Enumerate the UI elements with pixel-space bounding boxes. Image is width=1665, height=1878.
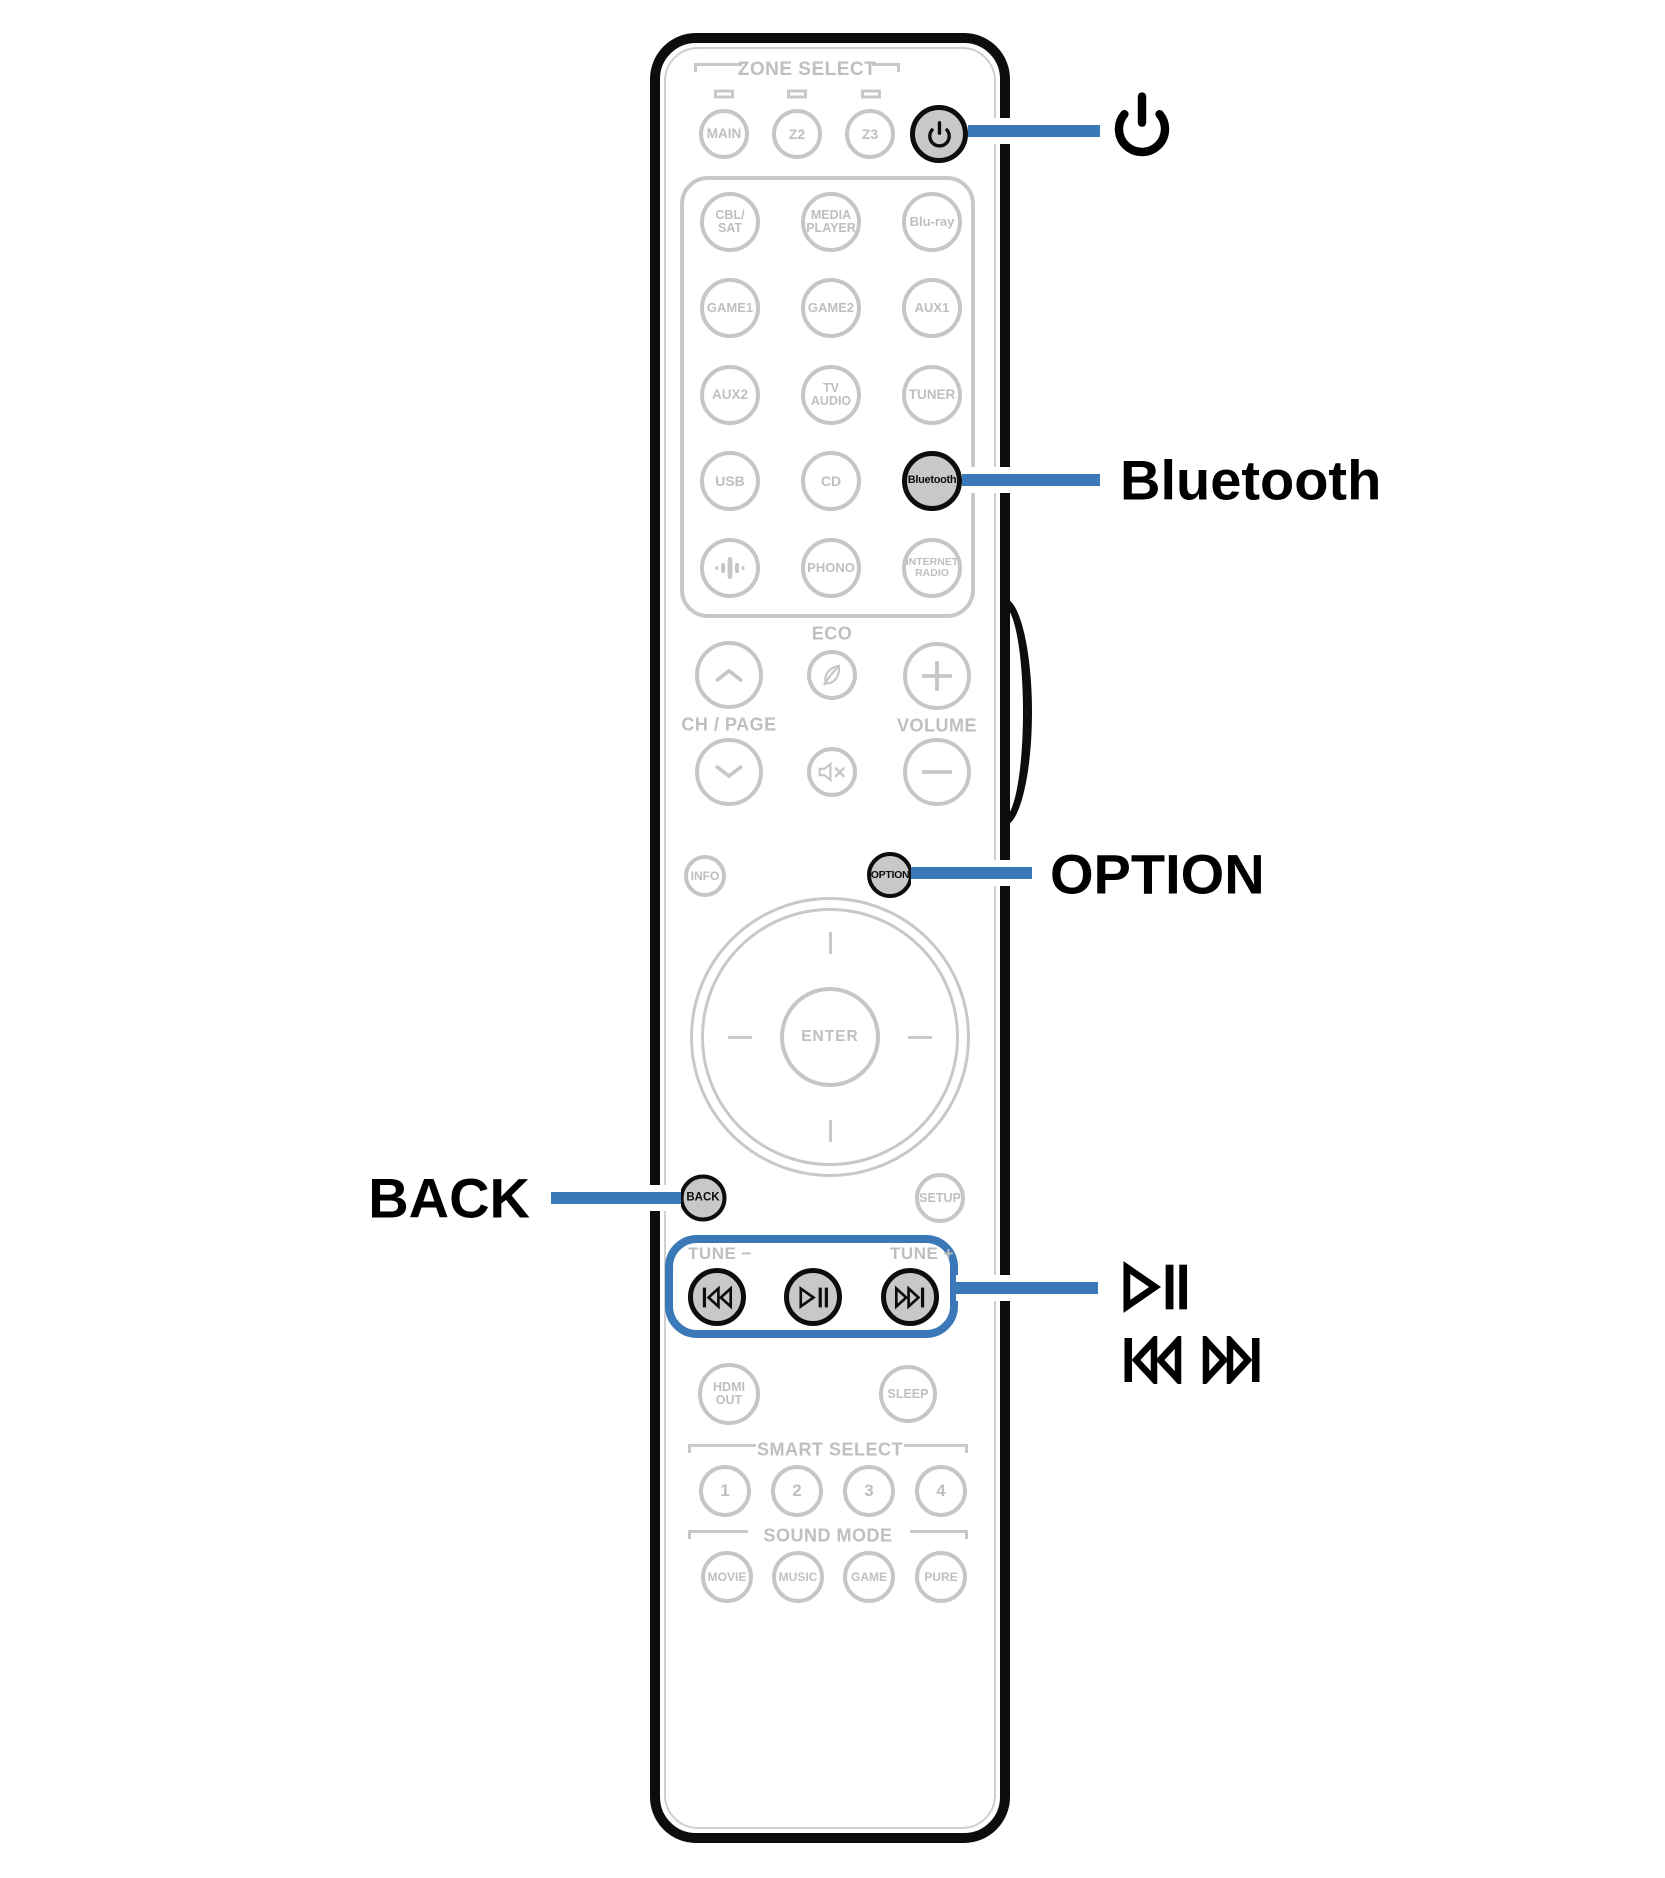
source-media-player-button[interactable]: MEDIA PLAYER [801, 192, 861, 252]
source-cd-button[interactable]: CD [801, 451, 861, 511]
play-pause-button[interactable] [784, 1268, 842, 1326]
skip-back-icon [1122, 1336, 1182, 1384]
skip-forward-icon [893, 1268, 927, 1326]
tune-minus-label: TUNE − [688, 1244, 752, 1263]
eco-button[interactable] [807, 650, 857, 700]
zone-select-bracket-left [694, 63, 742, 72]
leaf-icon [818, 644, 846, 705]
volume-down-button[interactable] [903, 738, 971, 806]
source-buttons-group [680, 176, 975, 618]
zone2-button[interactable]: Z2 [772, 109, 822, 159]
eco-label: ECO [811, 623, 853, 644]
cursor-down-tick [828, 1120, 832, 1142]
smart-select-label: SMART SELECT [756, 1439, 904, 1460]
zone-select-label: ZONE SELECT [737, 59, 877, 80]
back-callout-line [551, 1185, 681, 1211]
cursor-pad-outer-ring[interactable] [690, 897, 970, 1177]
hdmi-out-button[interactable]: HDMI OUT [698, 1363, 760, 1425]
remote-inner-outline [664, 47, 996, 1829]
main-zone-led [714, 89, 734, 99]
smart-select-bracket-left [688, 1444, 756, 1453]
sound-mode-bracket-right [910, 1530, 968, 1539]
cursor-pad-inner-ring [701, 908, 959, 1166]
option-button[interactable]: OPTION [867, 852, 913, 898]
power-icon [926, 103, 953, 165]
source-aux1-button[interactable]: AUX1 [902, 278, 962, 338]
chevron-up-icon [712, 649, 746, 700]
source-cbl-sat-button[interactable]: CBL/ SAT [700, 192, 760, 252]
transport-callout-line [956, 1275, 1098, 1301]
bluetooth-callout-label: Bluetooth [1120, 448, 1382, 512]
option-callout-label: OPTION [1050, 842, 1265, 906]
skip-back-button[interactable] [688, 1268, 746, 1326]
info-button[interactable]: INFO [684, 855, 726, 897]
heos-speaker-icon [712, 536, 748, 599]
smart-select-2-button[interactable]: 2 [771, 1465, 823, 1517]
play-pause-icon [1122, 1261, 1188, 1313]
source-heos-button[interactable] [700, 538, 760, 598]
source-game1-button[interactable]: GAME1 [700, 278, 760, 338]
zone2-led [787, 89, 807, 99]
zone-select-bracket-right [872, 63, 900, 72]
minus-icon [916, 734, 958, 809]
source-blu-ray-button[interactable]: Blu-ray [902, 192, 962, 252]
back-callout-label: BACK [368, 1166, 530, 1230]
source-internet-radio-button[interactable]: INTERNET RADIO [902, 538, 962, 598]
back-button[interactable]: BACK [679, 1174, 727, 1222]
skip-forward-button[interactable] [881, 1268, 939, 1326]
sound-mode-pure-button[interactable]: PURE [915, 1551, 967, 1603]
volume-up-button[interactable] [903, 642, 971, 710]
mute-button[interactable] [807, 747, 857, 797]
source-aux2-button[interactable]: AUX2 [700, 365, 760, 425]
enter-button[interactable]: ENTER [780, 987, 880, 1087]
smart-select-1-button[interactable]: 1 [699, 1465, 751, 1517]
power-callout-line [968, 118, 1100, 144]
sound-mode-movie-button[interactable]: MOVIE [701, 1551, 753, 1603]
smart-select-3-button[interactable]: 3 [843, 1465, 895, 1517]
tune-plus-label: TUNE + [890, 1244, 954, 1263]
sound-mode-music-button[interactable]: MUSIC [772, 1551, 824, 1603]
smart-select-bracket-right [904, 1444, 968, 1453]
mute-icon [816, 743, 848, 800]
zone3-button[interactable]: Z3 [845, 109, 895, 159]
sound-mode-label: SOUND MODE [763, 1525, 893, 1546]
source-usb-button[interactable]: USB [700, 451, 760, 511]
option-callout-line [911, 860, 1032, 886]
cursor-up-tick [828, 932, 832, 954]
source-phono-button[interactable]: PHONO [801, 538, 861, 598]
zone3-led [861, 89, 881, 99]
cursor-right-tick [908, 1035, 932, 1039]
sound-mode-game-button[interactable]: GAME [843, 1551, 895, 1603]
ch-page-label: CH / PAGE [681, 714, 777, 735]
main-zone-button[interactable]: MAIN [699, 109, 749, 159]
setup-button[interactable]: SETUP [915, 1173, 965, 1223]
channel-up-button[interactable] [695, 641, 763, 709]
power-button[interactable] [910, 105, 968, 163]
play-pause-icon [797, 1268, 829, 1326]
cursor-left-tick [728, 1035, 752, 1039]
sleep-button[interactable]: SLEEP [879, 1365, 937, 1423]
skip-forward-icon [1202, 1336, 1262, 1384]
chevron-down-icon [712, 746, 746, 797]
volume-label: VOLUME [896, 715, 978, 736]
power-icon [1110, 90, 1174, 160]
bluetooth-callout-line [962, 467, 1100, 493]
source-bluetooth-button[interactable]: Bluetooth [902, 451, 962, 511]
source-tuner-button[interactable]: TUNER [902, 365, 962, 425]
skip-back-icon [700, 1268, 734, 1326]
source-tv-audio-button[interactable]: TV AUDIO [801, 365, 861, 425]
source-game2-button[interactable]: GAME2 [801, 278, 861, 338]
channel-down-button[interactable] [695, 738, 763, 806]
sound-mode-bracket-left [688, 1530, 748, 1539]
transport-buttons-highlight-box [665, 1235, 958, 1338]
plus-icon [916, 638, 958, 713]
smart-select-4-button[interactable]: 4 [915, 1465, 967, 1517]
